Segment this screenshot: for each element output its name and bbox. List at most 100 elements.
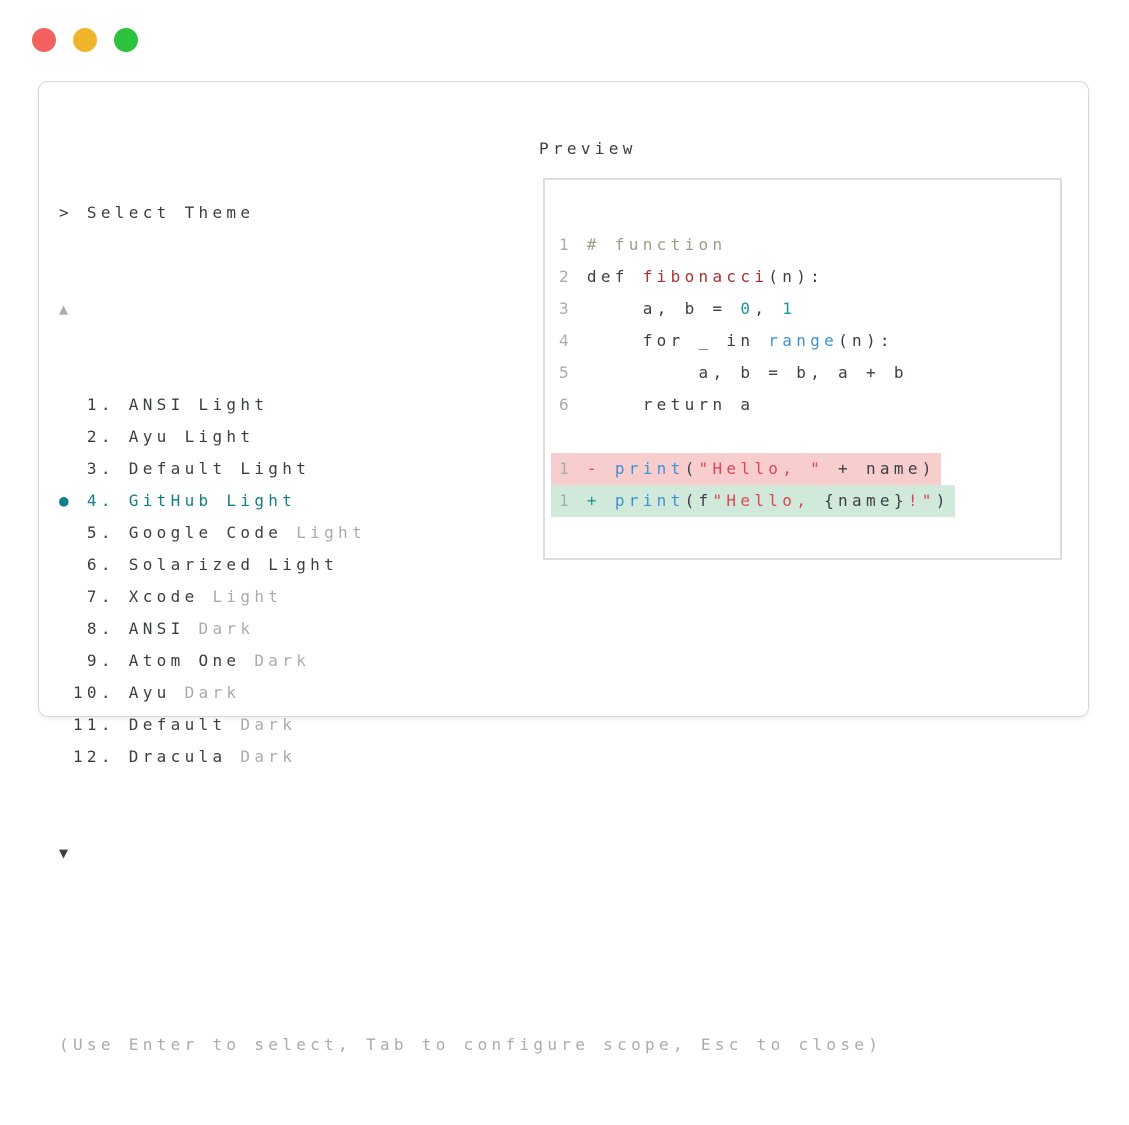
bullet-placeholder	[59, 715, 73, 734]
code-token: -	[586, 459, 615, 478]
item-number: 11.	[72, 715, 129, 734]
item-name: GitHub Light	[128, 491, 297, 510]
code-line: 6 return a	[559, 389, 1060, 421]
item-number: 9.	[72, 651, 129, 670]
theme-list-item[interactable]: 5. Google Code Light	[59, 517, 882, 549]
bullet-placeholder	[59, 459, 73, 478]
scroll-down-icon[interactable]: ▼	[59, 844, 73, 862]
code-token: {name}	[824, 491, 908, 510]
code-token: + name)	[824, 459, 936, 478]
code-token: 0	[740, 299, 755, 318]
theme-list-item[interactable]: 6. Solarized Light	[59, 549, 882, 581]
code-token: a, b = b, a + b	[586, 363, 908, 382]
keyboard-hint: (Use Enter to select, Tab to configure s…	[59, 1035, 883, 1054]
theme-list-item[interactable]: 11. Default Dark	[59, 709, 882, 741]
bullet-placeholder	[59, 587, 73, 606]
code-token: return a	[586, 395, 755, 414]
item-variant: Dark	[184, 619, 255, 638]
diff-added-line: 1 + print(f"Hello, {name}!")	[551, 485, 1060, 517]
code-token: (n):	[768, 267, 825, 286]
line-number: 1	[559, 491, 587, 510]
item-number: 6.	[72, 555, 129, 574]
bullet-placeholder	[59, 427, 73, 446]
item-variant: Light	[282, 523, 366, 542]
line-number: 1	[559, 235, 587, 254]
bullet-placeholder	[59, 555, 73, 574]
item-number: 1.	[72, 395, 129, 414]
item-name: Default Light	[128, 459, 311, 478]
line-number: 3	[559, 299, 587, 318]
theme-list-item[interactable]: 12. Dracula Dark	[59, 741, 882, 773]
code-token: +	[586, 491, 615, 510]
item-number: 4.	[72, 491, 129, 510]
minimize-button[interactable]	[73, 28, 97, 52]
item-number: 8.	[72, 619, 129, 638]
code-token: fibonacci	[642, 267, 769, 286]
item-variant: Dark	[240, 651, 311, 670]
select-theme-prompt: > Select Theme	[59, 203, 255, 222]
theme-list: 1. ANSI Light 2. Ayu Light 3. Default Li…	[59, 389, 882, 773]
code-token: range	[768, 331, 839, 350]
code-token: # function	[586, 235, 727, 254]
item-name: Xcode	[128, 587, 199, 606]
code-line	[559, 421, 1060, 453]
item-number: 10.	[72, 683, 129, 702]
zoom-button[interactable]	[114, 28, 138, 52]
scroll-up-icon[interactable]: ▲	[59, 300, 73, 318]
item-variant: Dark	[226, 715, 297, 734]
code-token: print	[614, 459, 685, 478]
line-number: 6	[559, 395, 587, 414]
theme-list-item[interactable]: 8. ANSI Dark	[59, 613, 882, 645]
bullet-placeholder	[59, 395, 73, 414]
bullet-placeholder	[59, 619, 73, 638]
diff-removed-line: 1 - print("Hello, " + name)	[551, 453, 1060, 485]
code-line: 3 a, b = 0, 1	[559, 293, 1060, 325]
code-token: a, b =	[586, 299, 741, 318]
code-line: 1 # function	[559, 229, 1060, 261]
theme-list-item[interactable]: 7. Xcode Light	[59, 581, 882, 613]
theme-list-item[interactable]: ● 4. GitHub Light	[59, 485, 882, 517]
bullet-placeholder	[59, 683, 73, 702]
item-number: 2.	[72, 427, 129, 446]
item-name: Ayu Light	[128, 427, 255, 446]
theme-list-item[interactable]: 9. Atom One Dark	[59, 645, 882, 677]
code-token: "Hello, "	[698, 459, 825, 478]
code-token: (f	[684, 491, 713, 510]
close-button[interactable]	[32, 28, 56, 52]
code-token: "Hello,	[712, 491, 825, 510]
line-number: 1	[559, 459, 587, 478]
line-number: 2	[559, 267, 587, 286]
item-name: Google Code	[128, 523, 283, 542]
theme-list-item[interactable]: 2. Ayu Light	[59, 421, 882, 453]
item-number: 7.	[72, 587, 129, 606]
theme-list-item[interactable]: 10. Ayu Dark	[59, 677, 882, 709]
code-line: 2 def fibonacci(n):	[559, 261, 1060, 293]
item-name: Ayu	[128, 683, 171, 702]
item-variant: Dark	[170, 683, 241, 702]
theme-list-item[interactable]: 1. ANSI Light	[59, 389, 882, 421]
theme-list-item[interactable]: 3. Default Light	[59, 453, 882, 485]
item-name: ANSI	[128, 619, 185, 638]
code-token: (n):	[838, 331, 894, 350]
code-token: print	[614, 491, 685, 510]
item-name: Default	[128, 715, 227, 734]
item-number: 5.	[72, 523, 129, 542]
code-token: (	[684, 459, 699, 478]
code-token: def	[586, 267, 643, 286]
code-token: for _ in	[586, 331, 769, 350]
item-variant: Light	[198, 587, 283, 606]
diff-highlight-band: 1 - print("Hello, " + name)	[551, 453, 941, 485]
code-line: 4 for _ in range(n):	[559, 325, 1060, 357]
item-name: ANSI Light	[128, 395, 269, 414]
bullet-placeholder	[59, 651, 73, 670]
bullet-placeholder	[59, 523, 73, 542]
code-line: 5 a, b = b, a + b	[559, 357, 1060, 389]
line-number: 5	[559, 363, 587, 382]
code-token: )	[935, 491, 950, 510]
item-name: Solarized Light	[128, 555, 339, 574]
item-number: 3.	[72, 459, 129, 478]
spacer-line	[59, 933, 882, 965]
code-token: ,	[754, 299, 783, 318]
window-controls	[32, 28, 138, 52]
